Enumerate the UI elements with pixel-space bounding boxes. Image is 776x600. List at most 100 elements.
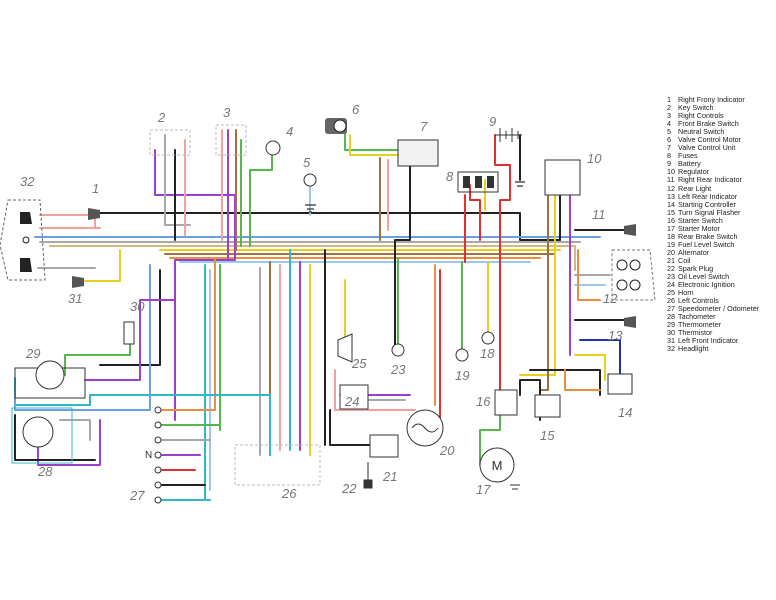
legend-label: Valve Control Motor xyxy=(678,135,741,145)
label-18: 18 xyxy=(480,346,495,361)
legend-item: 7 Valve Control Unit xyxy=(667,144,775,152)
wire-rear-e xyxy=(577,249,601,301)
wire-motor-green xyxy=(479,409,501,466)
legend-number: 10 xyxy=(667,167,675,177)
legend-label: Rear Light xyxy=(678,183,712,193)
label-30: 30 xyxy=(130,299,145,314)
battery-9 xyxy=(495,128,522,142)
label-2: 2 xyxy=(157,110,166,125)
left-controls-26 xyxy=(234,444,321,486)
legend-label: Starter Motor xyxy=(678,223,720,233)
legend-label: Horn xyxy=(678,288,694,298)
starter-motor-17: M xyxy=(479,447,520,490)
valve-motor-6 xyxy=(325,118,347,134)
legend-number: 29 xyxy=(667,320,675,330)
label-25: 25 xyxy=(351,356,367,371)
wire-tach-black xyxy=(14,414,96,461)
indicator-11 xyxy=(624,224,636,236)
label-22: 22 xyxy=(341,481,357,496)
indicator-1 xyxy=(88,208,100,220)
wire-vcm-a xyxy=(344,129,401,151)
indicator-13 xyxy=(624,316,636,328)
wire-vcm-b xyxy=(349,134,401,156)
legend-number: 5 xyxy=(667,127,671,137)
regulator-10 xyxy=(544,159,581,196)
wires xyxy=(14,129,626,501)
ground-icon xyxy=(515,181,525,187)
wire-reg-a xyxy=(519,194,556,376)
wire-starter-d xyxy=(564,369,601,391)
indicator-31 xyxy=(72,276,84,288)
legend-label: Fuses xyxy=(678,151,698,161)
legend-label: Valve Control Unit xyxy=(678,143,736,153)
legend-number: 7 xyxy=(667,143,671,153)
label-32: 32 xyxy=(20,174,35,189)
wire-vcu-b xyxy=(394,159,411,346)
legend-label: Left Rear Indicator xyxy=(678,191,738,201)
legend-label: Front Brake Switch xyxy=(678,119,739,129)
legend-number: 22 xyxy=(667,263,675,273)
legend-label: Regulator xyxy=(678,167,710,177)
label-4: 4 xyxy=(286,124,293,139)
label-11: 11 xyxy=(592,207,606,222)
wire-main-black xyxy=(99,212,561,241)
legend-number: 24 xyxy=(667,280,675,290)
valve-unit-7 xyxy=(397,139,439,167)
legend-number: 28 xyxy=(667,312,675,322)
brake-switch-4 xyxy=(265,140,281,156)
label-23: 23 xyxy=(390,362,406,377)
legend-number: 12 xyxy=(667,183,675,193)
legend-label: Thermistor xyxy=(678,328,713,338)
wire-key-gray xyxy=(164,134,191,226)
coil-21 xyxy=(369,434,399,458)
label-28: 28 xyxy=(37,464,53,479)
thermistor-30 xyxy=(123,321,135,345)
horn-25 xyxy=(337,333,353,363)
fuel-level-19 xyxy=(455,348,469,362)
legend-label: Left Front Indicator xyxy=(678,336,739,346)
legend-number: 3 xyxy=(667,111,671,121)
legend-label: Right Controls xyxy=(678,111,724,121)
oil-level-23 xyxy=(391,343,405,357)
ground-icon xyxy=(305,204,316,213)
legend-label: Starter Switch xyxy=(678,215,723,225)
label-13: 13 xyxy=(608,328,623,343)
legend-number: 26 xyxy=(667,296,675,306)
legend-label: Right Rear Indicator xyxy=(678,175,742,185)
legend-label: Battery xyxy=(678,159,701,169)
wire-tach-gray xyxy=(59,419,91,441)
legend-label: Tachometer xyxy=(678,312,716,322)
wire-thermo-black xyxy=(99,269,161,366)
spark-plug-22 xyxy=(363,462,373,489)
wire-main-tan xyxy=(49,245,576,271)
label-21: 21 xyxy=(382,469,397,484)
legend-label: Spark Plug xyxy=(678,263,714,273)
label-10: 10 xyxy=(587,151,602,166)
label-1: 1 xyxy=(92,181,99,196)
wire-ign-d xyxy=(329,409,371,446)
legend-label: Starting Controller xyxy=(678,199,736,209)
legend-label: Electronic Ignition xyxy=(678,280,735,290)
wire-starter-c xyxy=(529,369,601,396)
legend-label: Thermometer xyxy=(678,320,722,330)
wire-starter-b xyxy=(574,354,606,381)
legend-number: 18 xyxy=(667,231,675,241)
component-labels: 1 2 3 4 5 6 7 8 9 10 11 12 13 14 15 16 1… xyxy=(20,102,632,503)
label-16: 16 xyxy=(476,394,491,409)
